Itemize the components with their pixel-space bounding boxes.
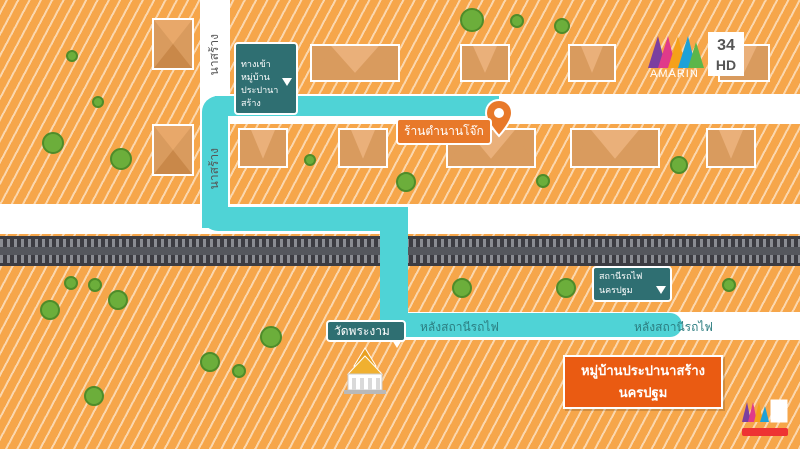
tree	[66, 50, 78, 62]
house-roof	[152, 124, 194, 176]
tree	[64, 276, 78, 290]
map-title-line1: หมู่บ้านประปานาสร้าง	[580, 364, 706, 379]
corner-logo-icon	[742, 398, 788, 438]
tree	[88, 278, 102, 292]
tree	[452, 278, 472, 298]
tree	[40, 300, 60, 320]
tree	[92, 96, 104, 108]
house-roof	[568, 44, 616, 82]
tree	[108, 290, 128, 310]
channel-logo: AMARIN 34 HD	[648, 32, 778, 84]
house-roof	[310, 44, 400, 82]
tree	[260, 326, 282, 348]
tree	[670, 156, 688, 174]
destination-label: ร้านตำนานโจ๊ก	[396, 118, 492, 145]
tree	[556, 278, 576, 298]
tree	[554, 18, 570, 34]
tree	[110, 148, 132, 170]
road-label-station-back-left: หลังสถานีรถไฟ	[420, 320, 499, 334]
callout-station: สถานีรถไฟนครปฐม	[592, 266, 672, 302]
road-label-nasang-upper: นาสร้าง	[207, 34, 221, 76]
map-title-box: หมู่บ้านประปานาสร้าง นครปฐม	[563, 355, 723, 409]
map-title-line2: นครปฐม	[618, 386, 668, 401]
channel-number: 34	[717, 37, 735, 54]
tree	[536, 174, 550, 188]
callout-tail	[656, 286, 666, 294]
tree	[42, 132, 64, 154]
route-segment	[202, 96, 228, 228]
corner-logo-bar	[742, 428, 788, 436]
house-roof	[460, 44, 510, 82]
house-roof	[152, 18, 194, 70]
tree	[232, 364, 246, 378]
tree	[200, 352, 220, 372]
callout-temple-text: วัดพระงาม	[334, 324, 390, 338]
house-roof	[238, 128, 288, 168]
route-segment	[202, 207, 408, 231]
callout-tail	[392, 340, 402, 348]
tree	[396, 172, 416, 192]
callout-temple: วัดพระงาม	[326, 320, 406, 342]
location-pin-icon	[484, 98, 514, 138]
callout-station-text: สถานีรถไฟนครปฐม	[599, 272, 643, 296]
channel-hd: HD	[715, 57, 737, 73]
house-roof	[338, 128, 388, 168]
channel-brand: AMARIN	[650, 68, 699, 80]
temple-icon	[340, 346, 390, 396]
tree	[304, 154, 316, 166]
tree	[722, 278, 736, 292]
destination-label-text: ร้านตำนานโจ๊ก	[404, 124, 484, 138]
amarin-logo-icon	[648, 36, 704, 68]
route-segment	[380, 313, 682, 337]
tree	[460, 8, 484, 32]
house-roof	[706, 128, 756, 168]
road-label-nasang-middle: นาสร้าง	[207, 148, 221, 190]
house-roof	[570, 128, 660, 168]
road-label-station-back-right: หลังสถานีรถไฟ	[634, 320, 713, 334]
callout-village-entrance-text: ทางเข้าหมู่บ้าน ประปานาสร้าง	[241, 60, 279, 109]
tree	[510, 14, 524, 28]
channel-number-badge: 34 HD	[708, 32, 744, 76]
callout-tail	[282, 78, 292, 86]
tree	[84, 386, 104, 406]
